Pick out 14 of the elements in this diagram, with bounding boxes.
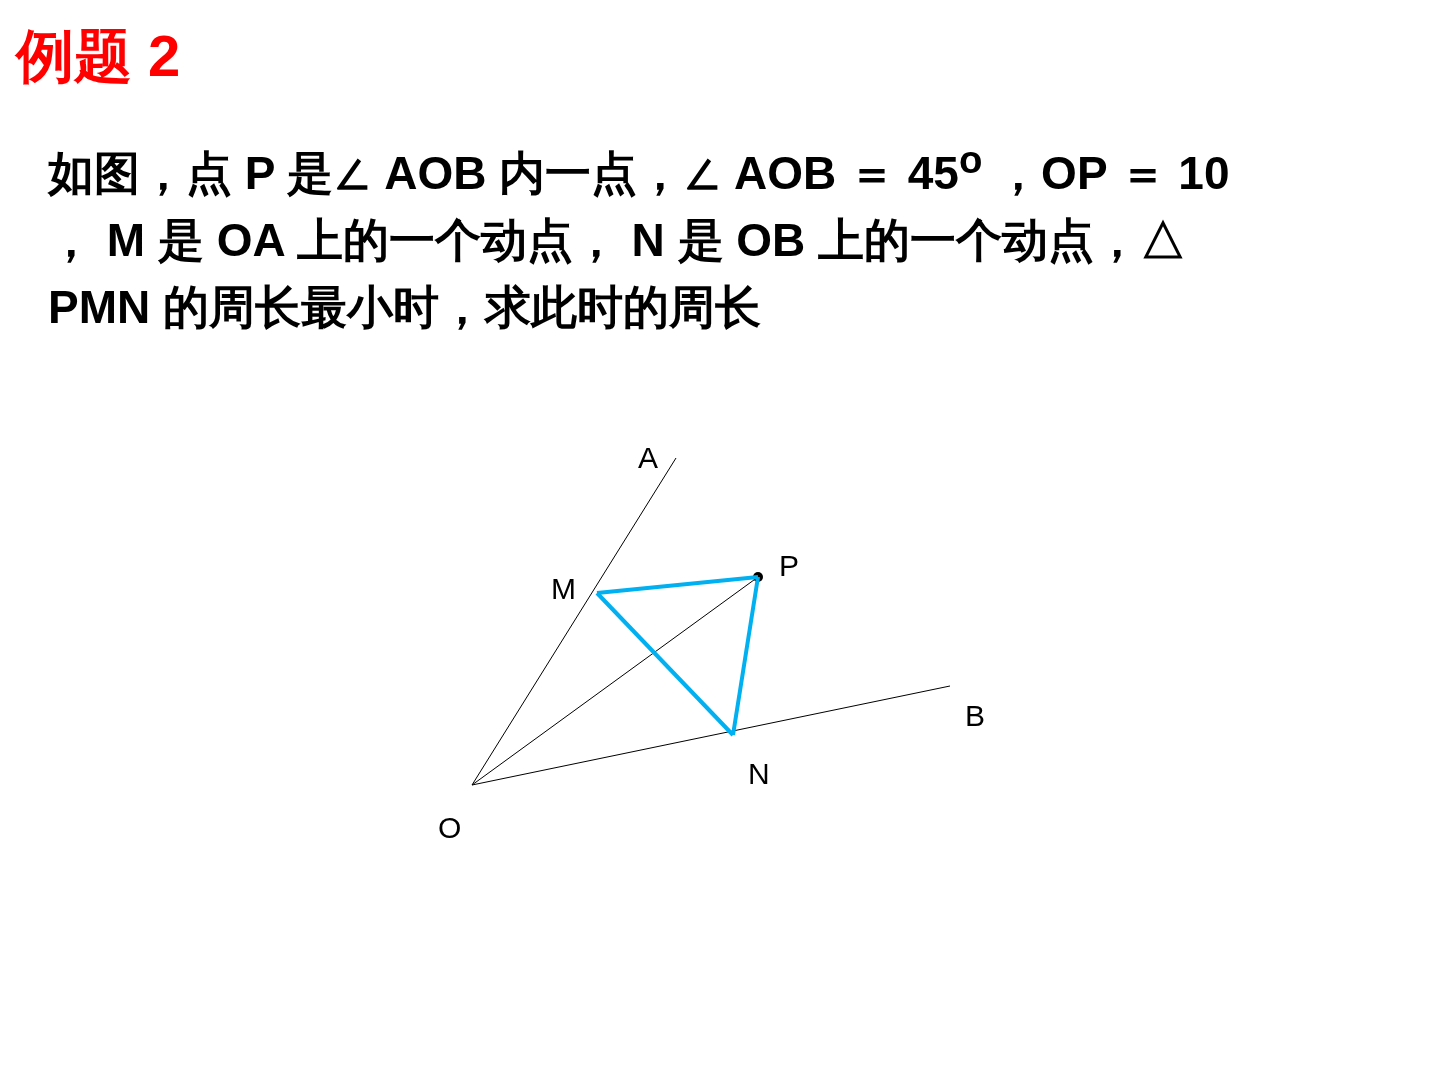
triangle-side [731, 576, 760, 736]
point-label: M [551, 573, 576, 605]
problem-text: 如图，点 P 是∠ AOB 内一点，∠ AOB ＝ 45$^{o}$ ，OP ＝ 10 ， M 是 OA 上的一个动点， N 是 OB 上的一个动点，△ PMN 的周长最小时，求此时的周长 [48, 137, 1231, 336]
line-segment [471, 457, 677, 786]
point-label: P [779, 550, 799, 582]
triangle-side [596, 575, 759, 595]
point-label: N [748, 758, 770, 790]
line-segment [471, 685, 951, 786]
point-label: O [438, 812, 462, 844]
triangle-side [595, 591, 735, 737]
title: 例题 2 [16, 22, 181, 90]
point-label: B [965, 700, 985, 732]
point-label: A [638, 442, 658, 474]
line-segment [471, 572, 763, 786]
